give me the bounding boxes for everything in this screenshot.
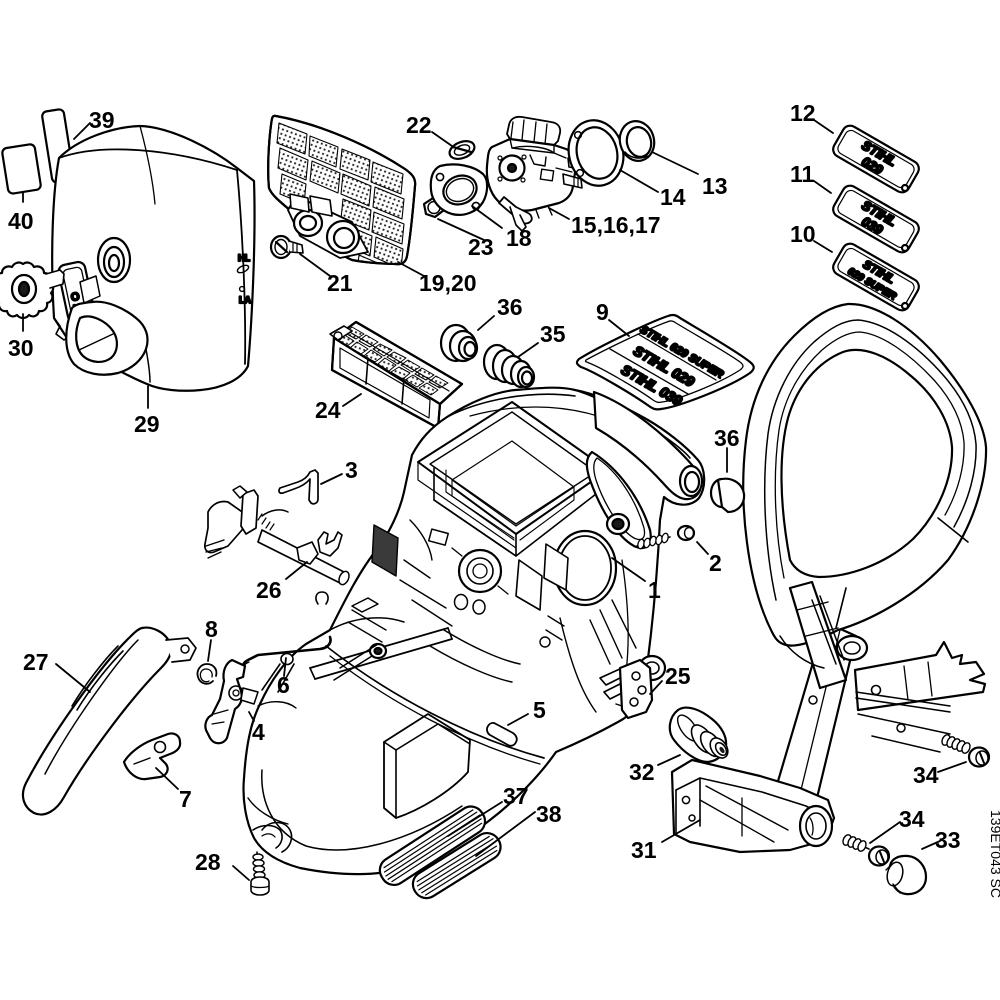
svg-text:14: 14 [660,184,686,210]
svg-text:7: 7 [179,786,192,812]
svg-text:HL: HL [238,253,250,263]
svg-text:4: 4 [252,719,265,745]
svg-text:18: 18 [506,225,532,251]
svg-text:25: 25 [665,663,691,689]
svg-text:15,16,17: 15,16,17 [571,212,661,238]
svg-text:24: 24 [315,397,341,423]
svg-text:31: 31 [631,837,657,863]
svg-text:40: 40 [8,208,34,234]
svg-text:139ET043 SC: 139ET043 SC [988,810,1000,898]
svg-text:6: 6 [277,672,290,698]
svg-text:23: 23 [468,234,494,260]
svg-text:38: 38 [536,801,562,827]
svg-text:19,20: 19,20 [419,270,477,296]
svg-text:13: 13 [702,173,728,199]
svg-text:2: 2 [709,550,722,576]
svg-text:27: 27 [23,649,49,675]
svg-text:12: 12 [790,100,816,126]
svg-text:36: 36 [714,425,740,451]
svg-text:21: 21 [327,270,353,296]
svg-text:32: 32 [629,759,655,785]
svg-text:37: 37 [503,783,529,809]
svg-text:1: 1 [648,577,661,603]
svg-text:3: 3 [345,457,358,483]
svg-text:8: 8 [205,616,218,642]
svg-text:29: 29 [134,411,160,437]
svg-text:34: 34 [913,762,939,788]
svg-text:35: 35 [540,321,566,347]
svg-text:30: 30 [8,335,34,361]
svg-text:11: 11 [790,161,815,187]
svg-text:5: 5 [533,697,546,723]
svg-text:LA: LA [239,295,251,305]
svg-text:39: 39 [89,107,115,133]
svg-text:22: 22 [406,112,432,138]
svg-text:26: 26 [256,577,282,603]
svg-text:9: 9 [596,299,609,325]
svg-text:28: 28 [195,849,221,875]
svg-text:10: 10 [790,221,816,247]
svg-text:36: 36 [497,294,523,320]
svg-text:33: 33 [935,827,961,853]
svg-text:34: 34 [899,806,925,832]
